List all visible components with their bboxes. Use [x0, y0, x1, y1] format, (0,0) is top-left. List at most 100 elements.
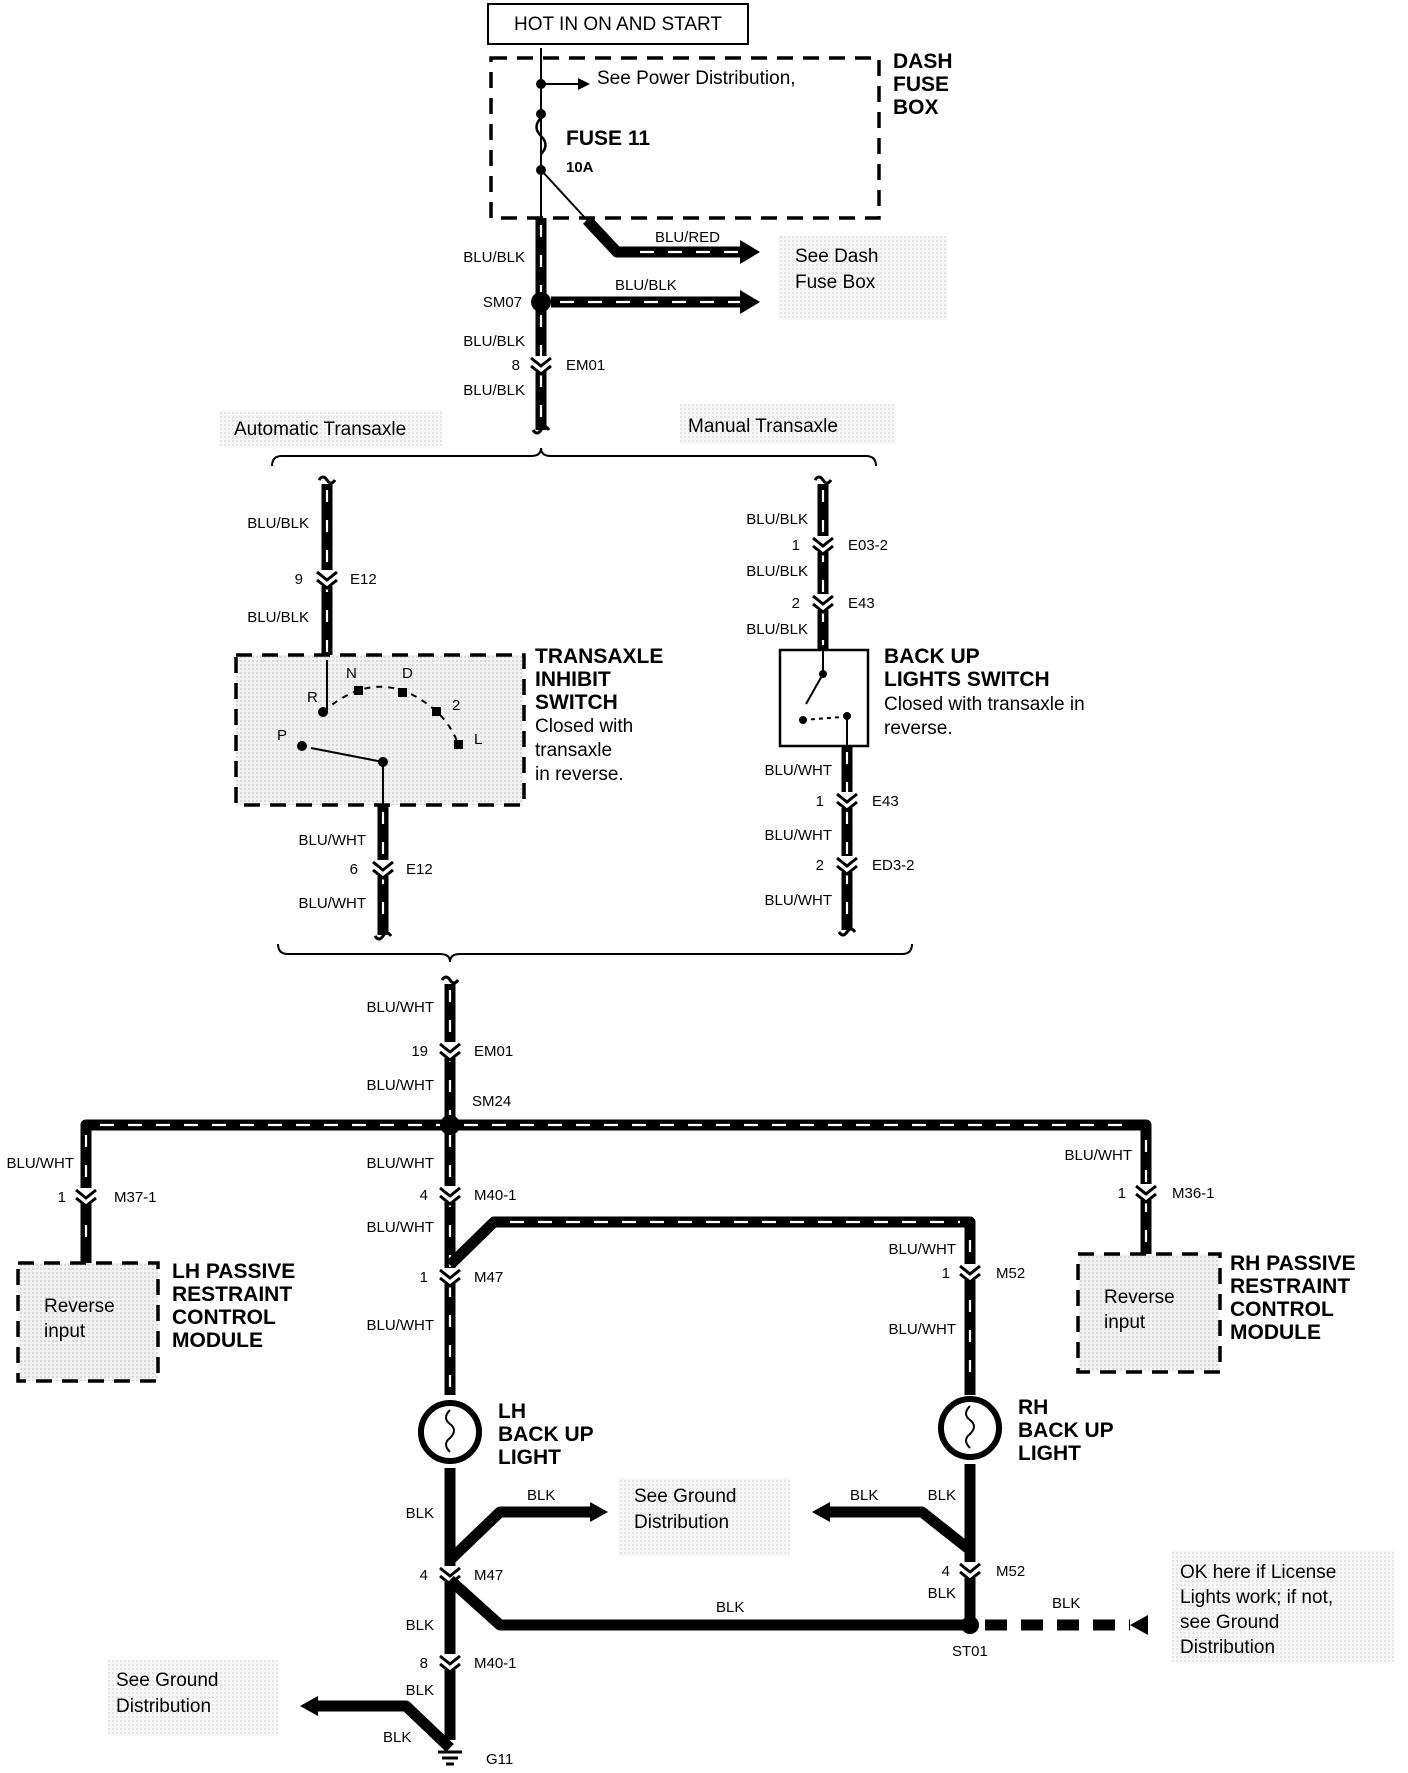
label-blk-lh-3: BLK	[406, 1682, 434, 1699]
label-blu-wht-rhmod: BLU/WHT	[1065, 1147, 1133, 1164]
wire-sm24-bus	[80, 1119, 1152, 1254]
pos-r: R	[307, 689, 318, 706]
pos-n: N	[346, 665, 357, 682]
svg-text:LIGHT: LIGHT	[498, 1446, 561, 1469]
splice-st01	[961, 1616, 979, 1634]
dash-fuse-box-label: DASH FUSE BOX	[893, 50, 953, 119]
label-blu-blk-2: BLU/BLK	[463, 333, 525, 350]
label-blu-wht-low-3: BLU/WHT	[367, 1155, 435, 1172]
label-g11: G11	[486, 1751, 513, 1768]
svg-text:CONTROL: CONTROL	[172, 1306, 276, 1329]
label-blu-wht-auto-1: BLU/WHT	[299, 832, 367, 849]
label-blu-red: BLU/RED	[655, 229, 720, 246]
pin-em01-top: 8	[512, 357, 520, 374]
label-blu-wht-rh-2: BLU/WHT	[889, 1321, 957, 1338]
pin-m52-bot: 4	[942, 1563, 950, 1580]
wire-break-auto-top	[317, 475, 337, 485]
lh-module-input: Reverse input	[44, 1296, 115, 1342]
label-m52-top: M52	[996, 1265, 1025, 1282]
label-blk-rh-1: BLK	[928, 1487, 956, 1504]
svg-text:RH: RH	[1018, 1396, 1048, 1419]
svg-text:See Ground: See Ground	[116, 1670, 218, 1691]
wire-break-manual-top	[813, 475, 833, 485]
pin-e12-top: 9	[295, 571, 303, 588]
fuse-name: FUSE 11	[566, 127, 650, 150]
label-m47-top: M47	[474, 1269, 503, 1286]
pos-p: P	[277, 727, 287, 744]
svg-text:Distribution: Distribution	[116, 1696, 211, 1717]
header-title: HOT IN ON AND START	[514, 14, 722, 35]
connector-m52-top	[957, 1264, 983, 1284]
label-blu-wht-rh-1: BLU/WHT	[889, 1241, 957, 1258]
lh-light-title: LH BACK UP LIGHT	[498, 1400, 594, 1469]
label-blk-st01: BLK	[716, 1599, 744, 1616]
sm07-arrow-icon	[740, 290, 760, 314]
connector-m47-top	[437, 1268, 463, 1288]
label-e43-bot: E43	[872, 793, 899, 810]
label-blk-lh-2: BLK	[406, 1617, 434, 1634]
label-blu-wht-lhmod: BLU/WHT	[7, 1155, 75, 1172]
inhibit-contact-2	[432, 707, 441, 716]
rh-module-input: Reverse input	[1104, 1287, 1175, 1333]
pin-m36-1: 1	[1118, 1185, 1126, 1202]
svg-text:MODULE: MODULE	[1230, 1321, 1321, 1344]
rh-backup-light-icon	[938, 1396, 1002, 1460]
rh-module-bg	[1078, 1254, 1220, 1372]
rh-light-title: RH BACK UP LIGHT	[1018, 1396, 1114, 1465]
label-e12-top: E12	[350, 571, 377, 588]
svg-text:Distribution: Distribution	[1180, 1637, 1275, 1658]
svg-text:input: input	[44, 1321, 86, 1342]
pos-2: 2	[452, 697, 460, 714]
label-blu-blk-auto-1: BLU/BLK	[247, 515, 309, 532]
svg-text:FUSE: FUSE	[893, 73, 949, 96]
connector-m52-bot	[957, 1562, 983, 1582]
rh-module-title: RH PASSIVE RESTRAINT CONTROL MODULE	[1230, 1252, 1356, 1344]
backup-switch-link	[802, 716, 843, 721]
label-blu-wht-low-4: BLU/WHT	[367, 1219, 435, 1236]
svg-text:see Ground: see Ground	[1180, 1612, 1279, 1633]
label-blk-rh-2: BLK	[928, 1585, 956, 1602]
pin-ed3-2-bot: 2	[816, 857, 824, 874]
inhibit-contact-l	[454, 740, 463, 749]
svg-text:input: input	[1104, 1312, 1146, 1333]
svg-text:LIGHTS SWITCH: LIGHTS SWITCH	[884, 668, 1050, 691]
wire-break-top	[531, 425, 551, 435]
pin-e43-top: 2	[792, 595, 800, 612]
connector-e43-bot	[834, 792, 860, 812]
connector-em01-bot	[437, 1042, 463, 1062]
ground-g11-icon	[438, 1750, 462, 1766]
svg-text:reverse.: reverse.	[884, 718, 953, 739]
label-m37-1: M37-1	[114, 1189, 157, 1206]
label-blu-wht-man-3: BLU/WHT	[765, 892, 833, 909]
svg-text:INHIBIT: INHIBIT	[535, 668, 611, 691]
brace-top	[271, 447, 877, 467]
pin-e43-bot: 1	[816, 793, 824, 810]
label-blu-wht-low-1: BLU/WHT	[367, 999, 435, 1016]
see-power-distribution: See Power Distribution,	[597, 68, 796, 89]
label-blu-wht-man-1: BLU/WHT	[765, 762, 833, 779]
svg-text:Reverse: Reverse	[44, 1296, 115, 1317]
label-blk-st01-right: BLK	[1052, 1595, 1080, 1612]
ground-mid-arrow-left-icon	[590, 1502, 608, 1522]
fuse-rating: 10A	[566, 159, 594, 176]
svg-text:BACK UP: BACK UP	[498, 1423, 594, 1446]
svg-text:CONTROL: CONTROL	[1230, 1298, 1334, 1321]
backup-switch-desc: Closed with transaxle in reverse.	[884, 694, 1085, 739]
splice-sm07	[531, 292, 551, 312]
label-blu-wht-man-2: BLU/WHT	[765, 827, 833, 844]
connector-ed3-2-bot	[834, 856, 860, 876]
power-arrow-icon	[578, 78, 590, 90]
pin-m40-1-bot: 8	[420, 1655, 428, 1672]
pin-m47-top: 1	[420, 1269, 428, 1286]
inhibit-switch-desc: Closed with transaxle in reverse.	[535, 716, 633, 785]
inhibit-contact-d	[398, 688, 407, 697]
svg-text:OK here if License: OK here if License	[1180, 1562, 1336, 1583]
svg-text:Closed with: Closed with	[535, 716, 633, 737]
label-m40-1-top: M40-1	[474, 1187, 517, 1204]
connector-m40-1-bot	[437, 1654, 463, 1674]
svg-text:SWITCH: SWITCH	[535, 691, 618, 714]
inhibit-switch-title: TRANSAXLE INHIBIT SWITCH	[535, 645, 663, 714]
dash-fuse-box-outline	[489, 56, 881, 220]
svg-text:transaxle: transaxle	[535, 740, 612, 761]
pin-e12-bot: 6	[350, 861, 358, 878]
